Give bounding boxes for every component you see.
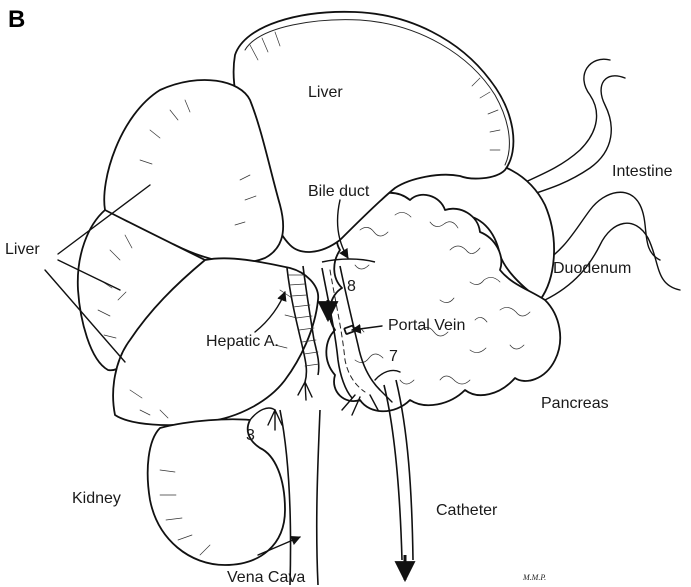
label-intestine: Intestine (612, 163, 673, 180)
label-bile-duct: Bile duct (308, 183, 370, 200)
label-portal-vein: Portal Vein (388, 317, 465, 334)
kidney (148, 419, 285, 565)
label-kidney: Kidney (72, 490, 121, 507)
artist-signature: M.M.P. (522, 573, 546, 582)
label-liver-top: Liver (308, 84, 343, 101)
label-num-7: 7 (389, 348, 398, 365)
label-hepatic-artery: Hepatic A. (206, 333, 279, 350)
label-num-3: 3 (246, 427, 255, 444)
vena-cava (280, 410, 320, 585)
label-catheter: Catheter (436, 502, 498, 519)
label-liver-left: Liver (5, 241, 40, 258)
label-duodenum: Duodenum (553, 260, 631, 277)
label-vena-cava: Vena Cava (227, 569, 305, 586)
label-pancreas: Pancreas (541, 395, 609, 412)
label-num-8: 8 (347, 278, 356, 295)
panel-letter: B (8, 6, 25, 33)
